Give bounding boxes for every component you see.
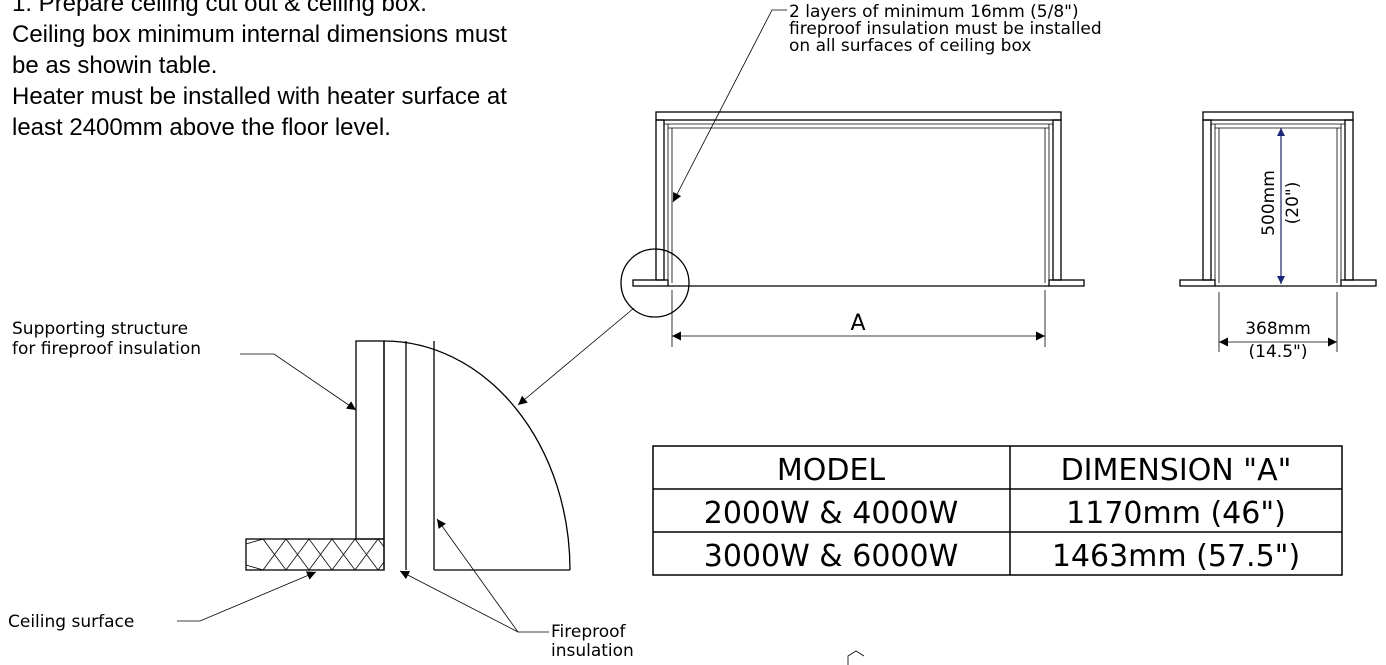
height-dimension-in: (20"): [1283, 182, 1303, 225]
supporting-structure-label: Supporting structure: [12, 319, 188, 339]
table-cell: 2000W & 4000W: [704, 496, 959, 531]
ceiling-surface-callout: Ceiling surface: [8, 571, 317, 632]
dimension-table: MODEL DIMENSION "A" 2000W & 4000W 1170mm…: [652, 445, 1343, 576]
enlarged-detail: [245, 340, 571, 571]
dimension-a: A: [671, 290, 1046, 347]
table-cell: 3000W & 6000W: [704, 539, 959, 574]
dimension-a-label: A: [850, 311, 865, 336]
front-view-box: [620, 111, 1085, 318]
fireproof-insulation-label: insulation: [551, 641, 634, 661]
depth-dimension-in: (14.5"): [1249, 342, 1308, 362]
table-cell: 1463mm (57.5"): [1052, 539, 1300, 574]
table-header-model: MODEL: [777, 453, 886, 488]
height-dimension-mm: 500mm: [1259, 170, 1279, 236]
supporting-structure-label: for fireproof insulation: [12, 339, 201, 359]
instruction-line: least 2400mm above the floor level.: [12, 114, 391, 141]
supporting-structure-callout: Supporting structure for fireproof insul…: [12, 319, 357, 411]
insulation-note-line: on all surfaces of ceiling box: [789, 36, 1031, 56]
cropped-mark: [847, 650, 865, 665]
depth-dimension-mm: 368mm: [1245, 319, 1311, 339]
ceiling-surface-label: Ceiling surface: [8, 612, 134, 632]
instruction-line: Heater must be installed with heater sur…: [12, 83, 507, 110]
insulation-note-callout: 2 layers of minimum 16mm (5/8") fireproo…: [672, 2, 1102, 203]
side-view-box: 500mm (20") 368mm (14.5"): [1179, 111, 1377, 362]
instruction-line: 1. Prepare ceiling cut out & ceiling box…: [12, 0, 427, 17]
fireproof-insulation-callout: Fireproof insulation: [399, 518, 634, 661]
instruction-line: be as showin table.: [12, 52, 218, 79]
instructions-text: 1. Prepare ceiling cut out & ceiling box…: [12, 0, 632, 143]
detail-arrow: [517, 307, 635, 406]
fireproof-insulation-label: Fireproof: [551, 622, 627, 642]
insulation-note-line: 2 layers of minimum 16mm (5/8"): [789, 2, 1079, 22]
instruction-line: Ceiling box minimum internal dimensions …: [12, 21, 507, 48]
insulation-note-line: fireproof insulation must be installed: [789, 19, 1102, 39]
table-cell: 1170mm (46"): [1066, 496, 1286, 531]
table-header-dimension: DIMENSION "A": [1061, 453, 1292, 488]
